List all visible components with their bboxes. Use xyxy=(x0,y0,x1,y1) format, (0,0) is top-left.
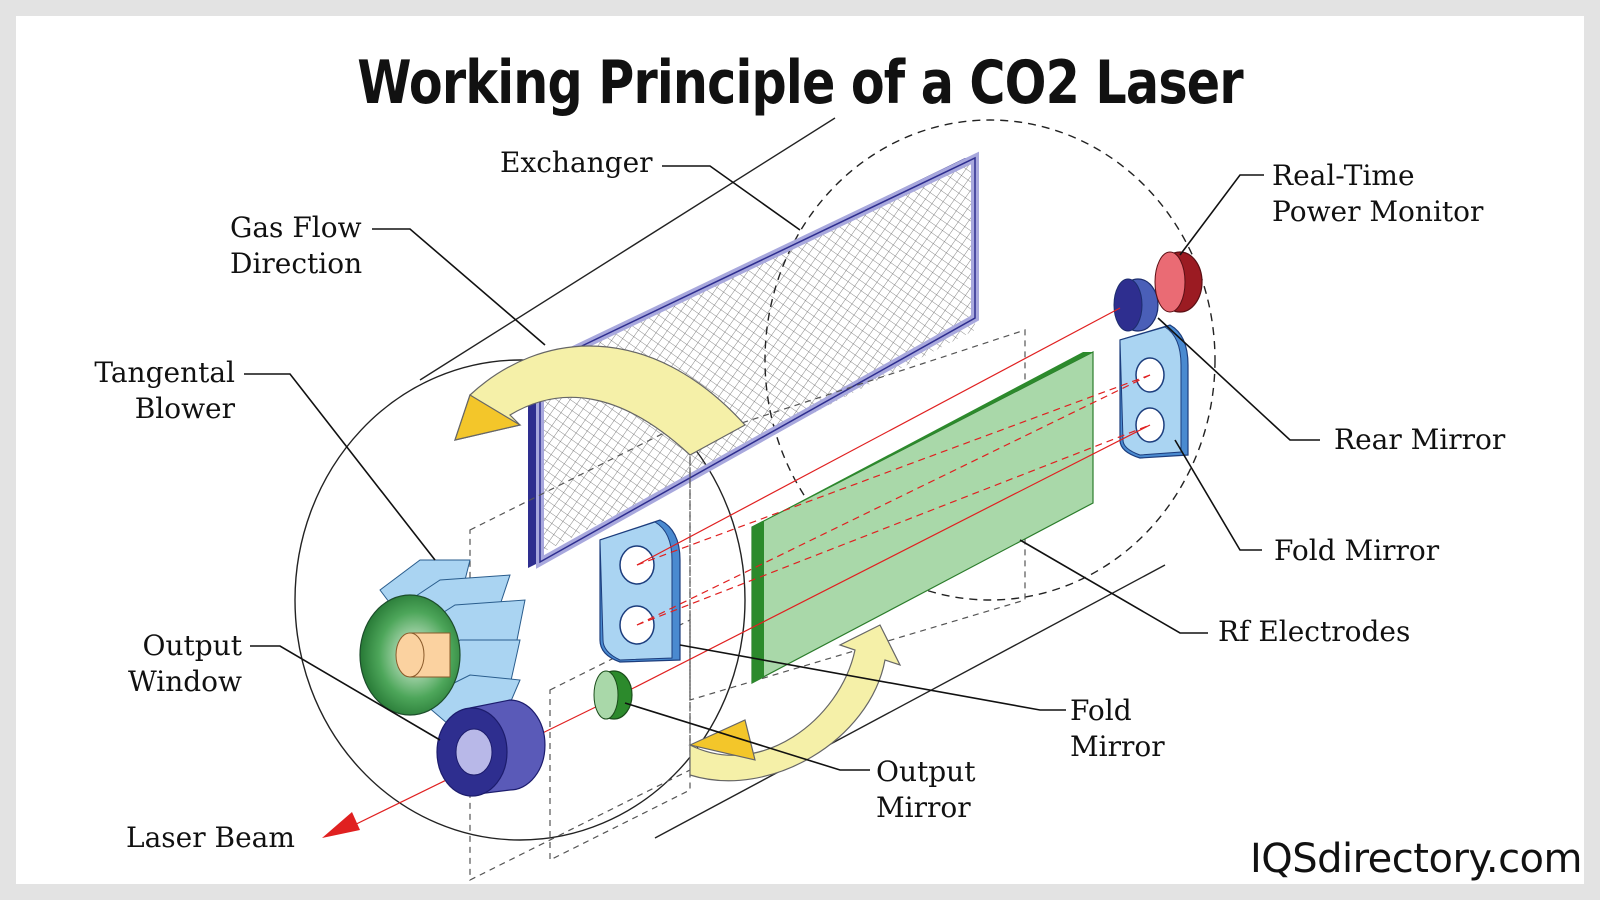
rear-mirror xyxy=(1113,278,1159,332)
gas-flow-arrows xyxy=(454,345,902,782)
label-tangental-line1: Tangental xyxy=(94,356,235,389)
leader-lines xyxy=(244,165,1320,771)
label-fold-mirror-line2: Mirror xyxy=(1070,730,1165,763)
label-output-window-line2: Window xyxy=(127,665,242,698)
watermark: IQSdirectory.com xyxy=(1249,836,1583,882)
fold-mirror-rear xyxy=(1119,324,1189,459)
label-fold-mirror-line1: Fold xyxy=(1070,694,1132,727)
tangental-blower xyxy=(359,559,526,731)
exchanger xyxy=(528,151,979,569)
power-monitor xyxy=(1154,251,1203,313)
fold-mirror-front xyxy=(599,519,681,663)
label-fold-mirror-right: Fold Mirror xyxy=(1274,534,1440,567)
label-power-monitor-line1: Real-Time xyxy=(1272,159,1415,192)
label-gas-flow-line2: Direction xyxy=(230,247,363,280)
label-output-mirror-line2: Mirror xyxy=(876,791,971,824)
laser-beam-arrow xyxy=(322,812,360,838)
label-exchanger: Exchanger xyxy=(500,146,653,179)
label-output-mirror-line1: Output xyxy=(876,755,976,788)
label-tangental-line2: Blower xyxy=(134,392,235,425)
label-output-window-line1: Output xyxy=(142,629,242,662)
output-window xyxy=(436,699,546,797)
output-mirror xyxy=(593,670,633,720)
label-power-monitor-line2: Power Monitor xyxy=(1272,195,1484,228)
label-rear-mirror: Rear Mirror xyxy=(1334,423,1506,456)
label-laser-beam: Laser Beam xyxy=(126,821,295,854)
label-gas-flow-line1: Gas Flow xyxy=(230,211,362,244)
page-title: Working Principle of a CO2 Laser xyxy=(357,48,1243,118)
label-rf-electrodes: Rf Electrodes xyxy=(1218,615,1411,648)
rf-electrodes xyxy=(751,351,1094,684)
